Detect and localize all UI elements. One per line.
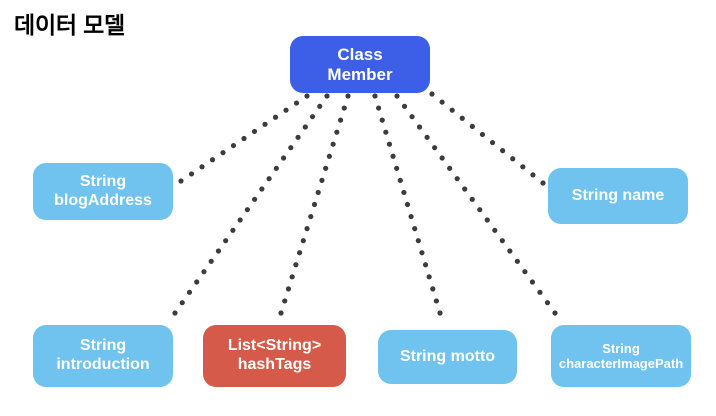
node-field-characterimagepath-label: String characterImagePath: [558, 340, 684, 371]
node-field-motto[interactable]: String motto: [378, 330, 517, 384]
node-class-member-label: Class Member: [327, 44, 393, 84]
node-field-introduction[interactable]: String introduction: [33, 325, 173, 387]
node-field-hashtags[interactable]: List<String> hashTags: [203, 325, 346, 387]
connector-root-to-hashtags: [278, 93, 351, 316]
node-field-blogaddress[interactable]: String blogAddress: [33, 163, 173, 220]
node-field-name-label: String name: [571, 186, 665, 204]
node-field-blogaddress-label: String blogAddress: [54, 172, 152, 209]
page-title: 데이터 모델: [14, 12, 125, 38]
node-field-characterimagepath[interactable]: String characterImagePath: [551, 325, 691, 387]
connector-root-to-name: [429, 91, 546, 186]
connector-root-to-motto: [372, 93, 443, 316]
node-class-member[interactable]: Class Member: [290, 36, 430, 93]
node-field-introduction-label: String introduction: [56, 337, 150, 373]
node-field-name[interactable]: String name: [548, 168, 688, 224]
connector-root-to-characterimagepath: [394, 93, 558, 316]
connector-root-to-introduction: [172, 93, 330, 316]
connector-root-to-blogaddress: [178, 93, 310, 184]
node-field-motto-label: String motto: [399, 347, 496, 365]
node-field-hashtags-label: List<String> hashTags: [227, 337, 322, 373]
